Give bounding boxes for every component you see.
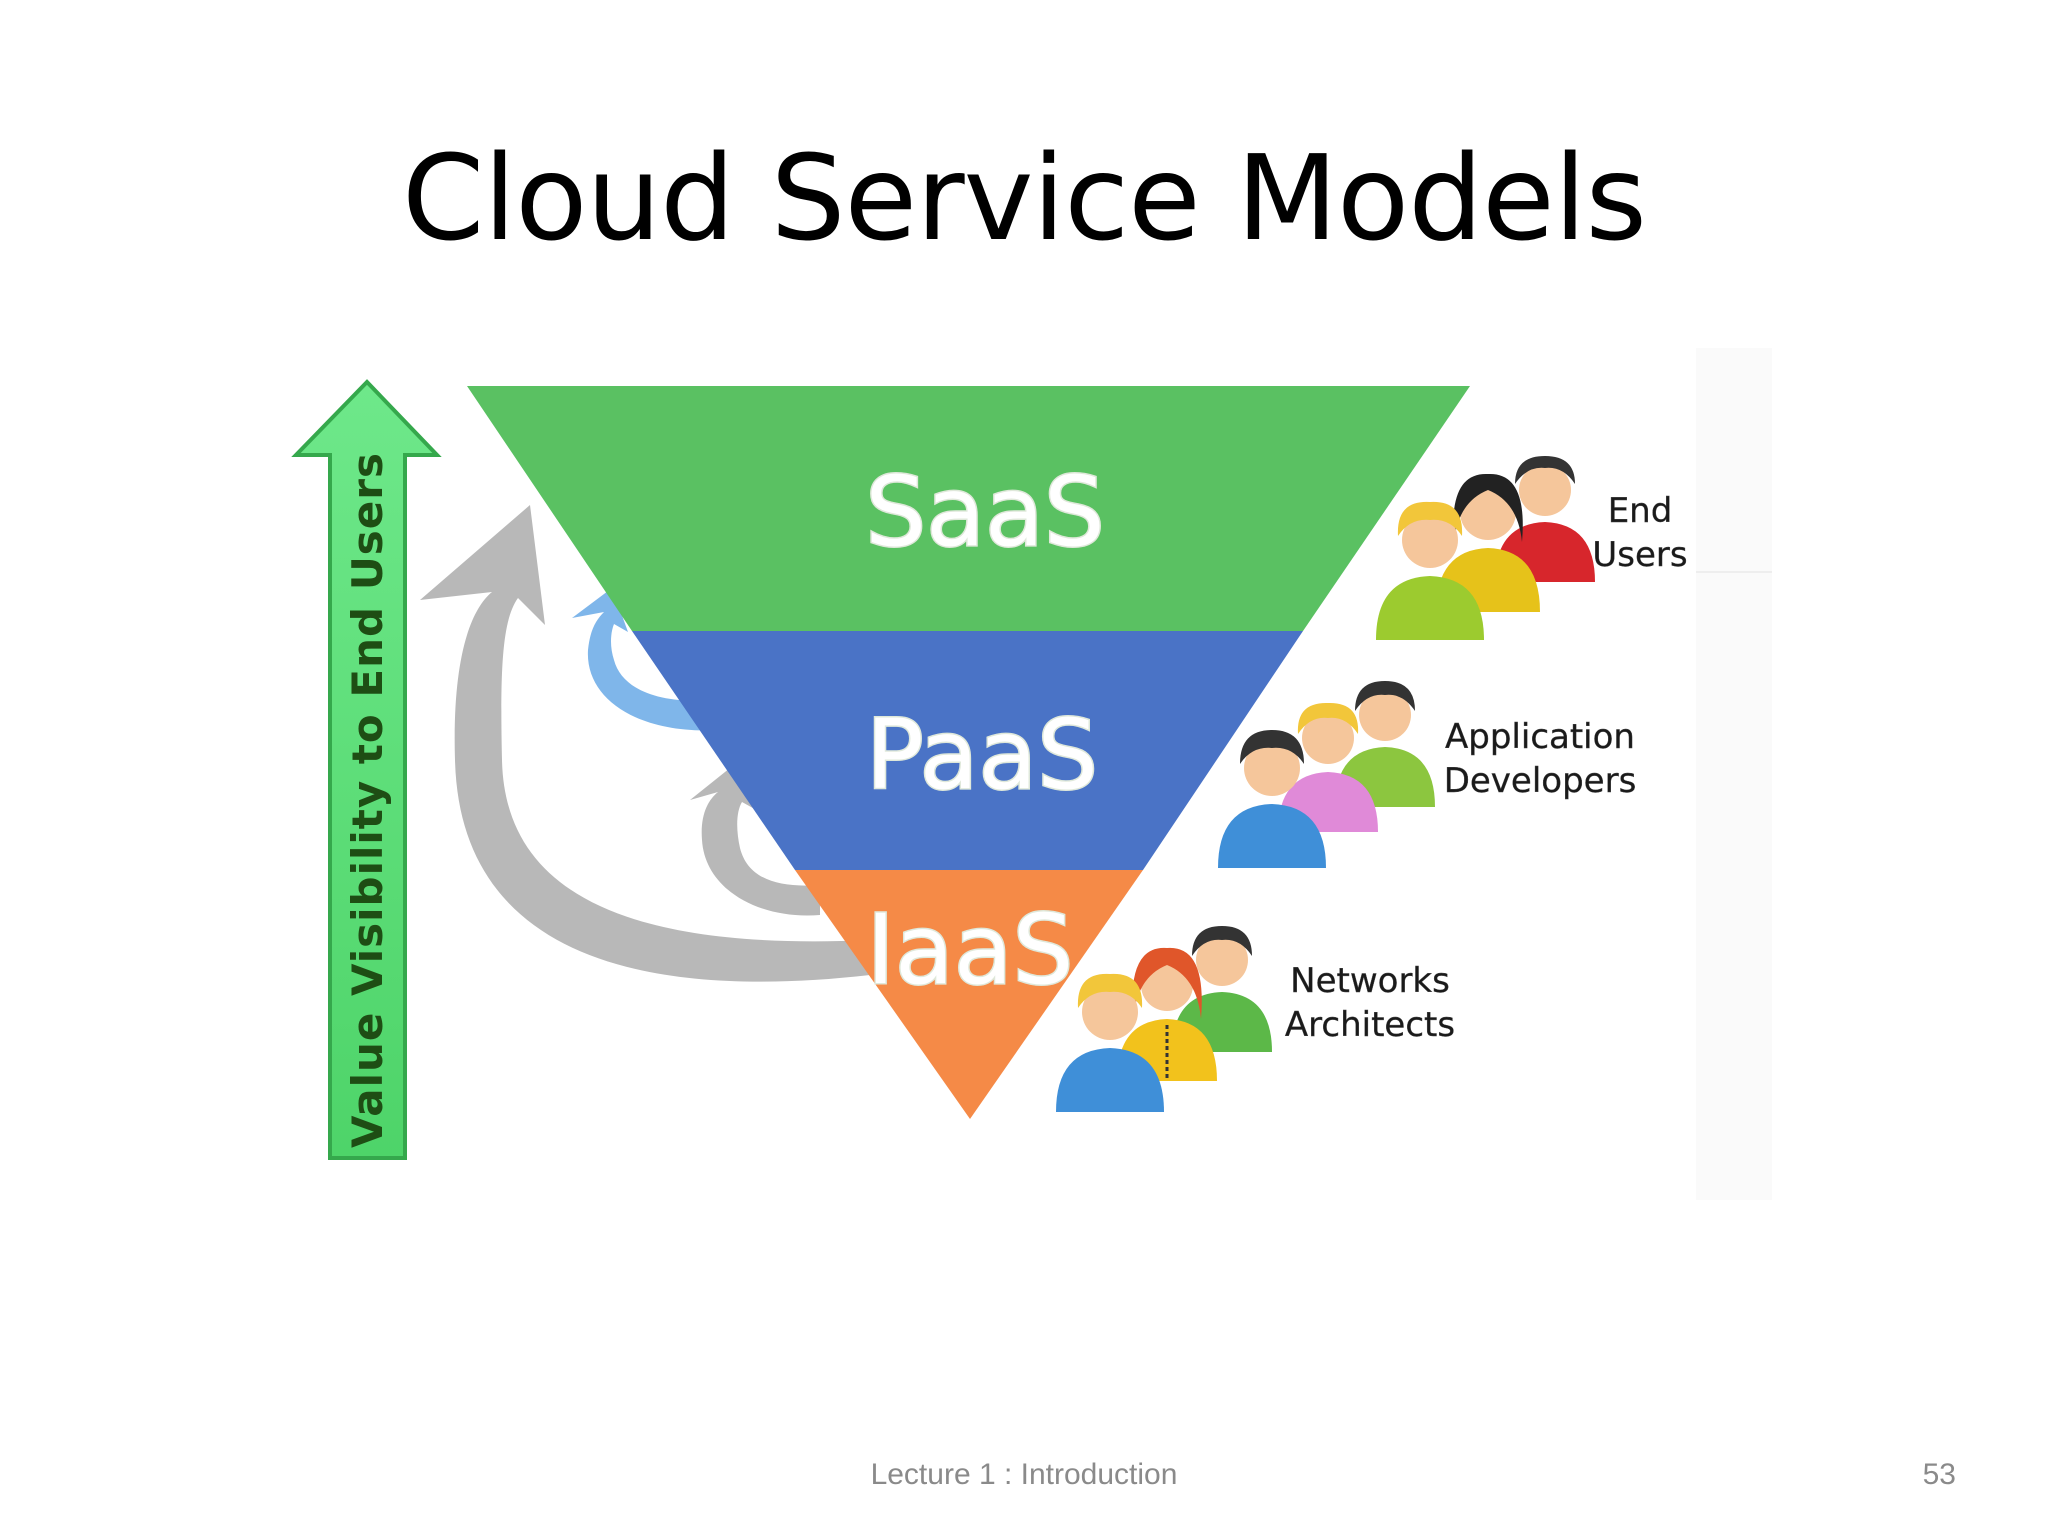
gray-large-curve-arrow [420, 505, 870, 982]
developers-label-line2: Developers [1444, 761, 1637, 801]
architects-label-line2: Architects [1285, 1005, 1455, 1045]
background-panel [1696, 348, 1772, 1200]
architects-people-icon [1056, 926, 1272, 1112]
saas-label: SaaS [865, 456, 1105, 568]
axis-label: Value Visibility to End Users [343, 452, 392, 1148]
saas-layer [467, 386, 1470, 631]
end-users-people-icon [1376, 456, 1595, 640]
value-visibility-arrow: Value Visibility to End Users [291, 379, 442, 1160]
developers-label-line1: Application [1445, 717, 1635, 757]
page-number: 53 [1922, 1458, 1956, 1491]
iaas-layer [795, 870, 1143, 1119]
developers-label: Application Developers [1444, 717, 1637, 801]
service-pyramid: SaaS PaaS IaaS [467, 386, 1470, 1119]
slide-title: Cloud Service Models [402, 129, 1647, 267]
architects-label-line1: Networks [1290, 961, 1450, 1001]
architects-label: Networks Architects [1285, 961, 1456, 1045]
end-users-label-line1: End [1608, 491, 1673, 531]
developers-people-icon [1218, 681, 1435, 868]
curved-arrows [420, 505, 870, 982]
iaas-label: IaaS [867, 894, 1074, 1006]
blue-curve-arrow [572, 588, 720, 731]
slide-footer: Lecture 1 : Introduction [870, 1458, 1178, 1491]
end-users-label-line2: Users [1592, 535, 1687, 575]
gray-small-curve-arrow [690, 760, 820, 916]
paas-label: PaaS [866, 699, 1098, 811]
paas-layer [632, 631, 1303, 870]
end-users-label: End Users [1592, 491, 1688, 575]
